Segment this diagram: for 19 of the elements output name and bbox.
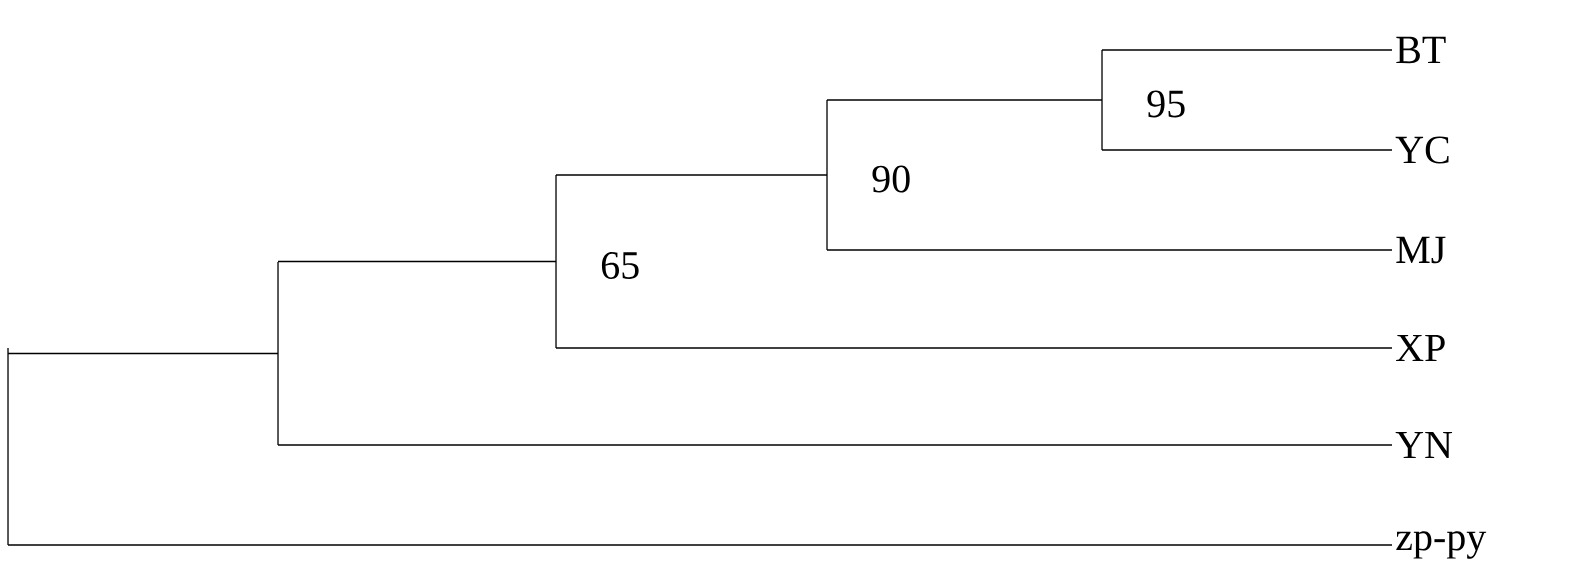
branch-line (826, 249, 1393, 251)
leaf-label: YC (1395, 136, 1449, 164)
leaf-label: XP (1396, 334, 1445, 362)
leaf-label: zp-py (1396, 531, 1487, 559)
branch-line (1101, 149, 1393, 151)
branch-line (7, 352, 279, 355)
branch-line (826, 99, 1103, 101)
branch-line (1101, 49, 1393, 51)
branch-line (277, 260, 557, 263)
branch-line (277, 444, 1393, 446)
leaf-label: BT (1396, 36, 1446, 64)
branch-line (555, 174, 828, 176)
branch-line (555, 347, 1393, 349)
bootstrap-value: 90 (872, 165, 910, 193)
branch-line (7, 544, 1393, 546)
leaf-label: MJ (1396, 236, 1446, 264)
bootstrap-value: 95 (1147, 90, 1185, 118)
bootstrap-value: 65 (601, 252, 639, 279)
leaf-label: YN (1395, 431, 1453, 459)
